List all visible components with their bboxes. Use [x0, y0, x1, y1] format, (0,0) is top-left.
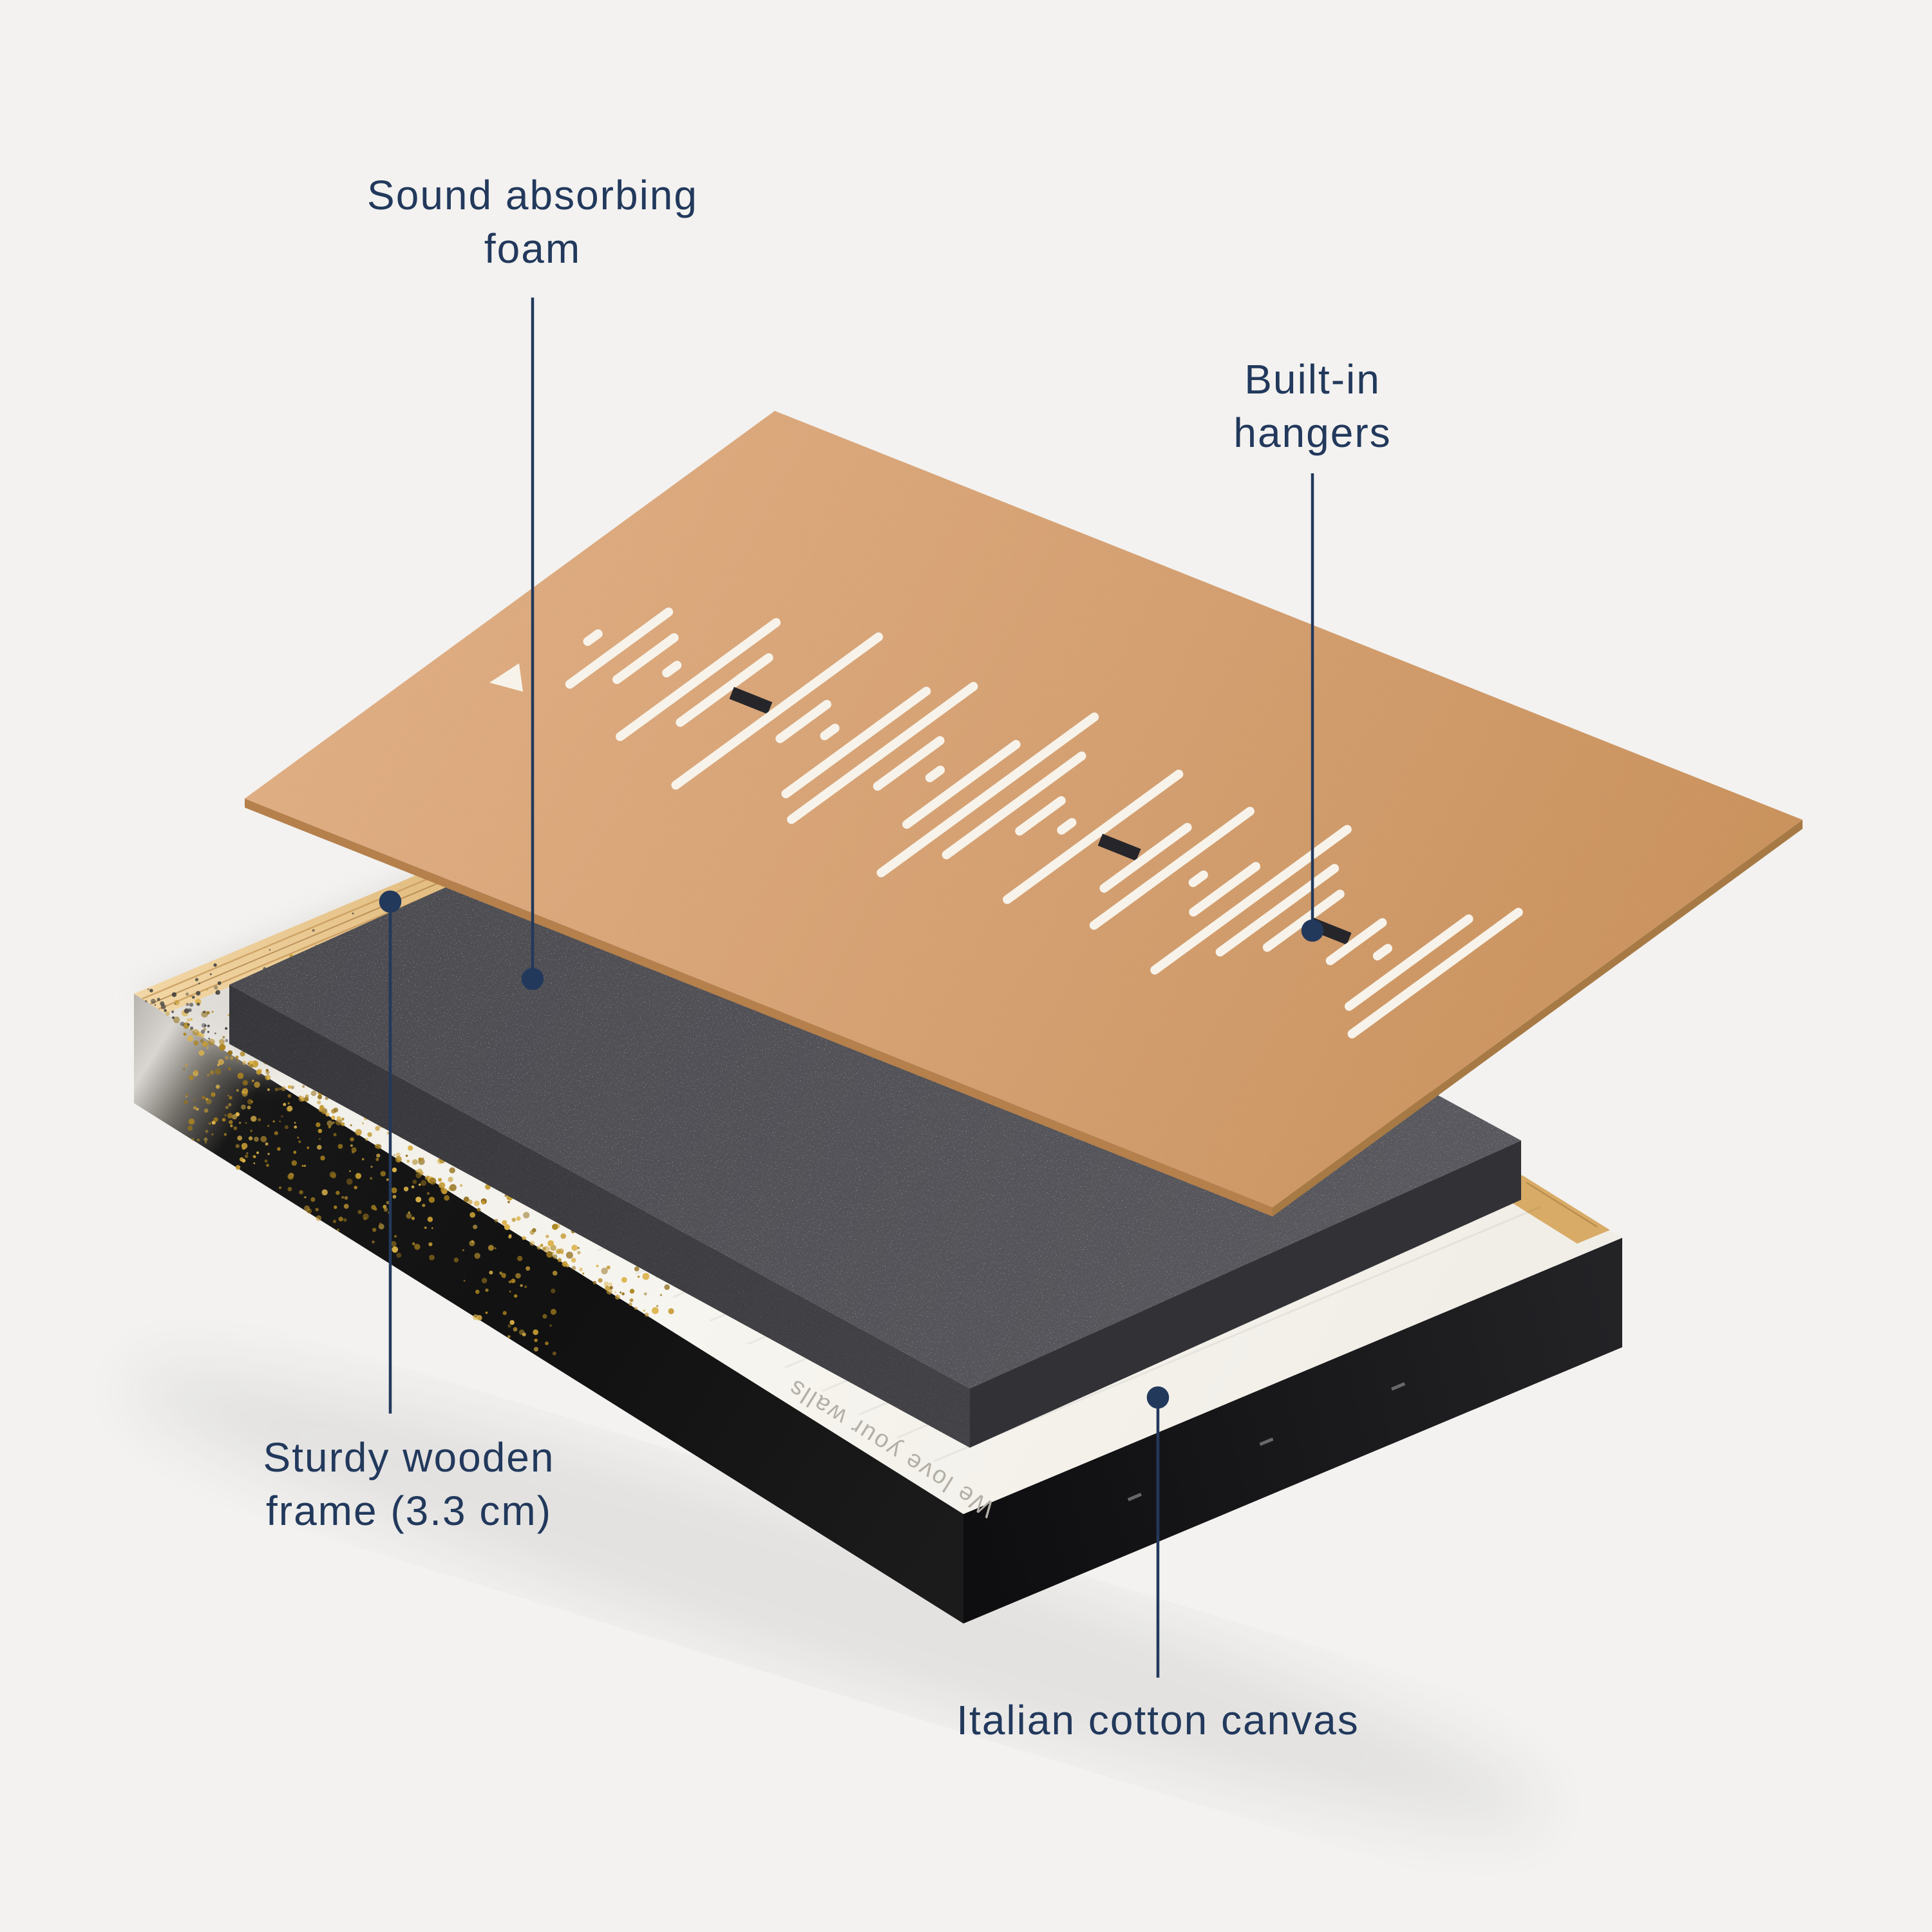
annotations [379, 298, 1324, 1678]
soundwave-slots [565, 607, 1523, 1039]
leader-dot-frame [379, 890, 402, 913]
corner-cutout [489, 663, 523, 692]
foam-front-texture [229, 985, 970, 1448]
label-sound-absorbing-foam: Sound absorbing foam [367, 169, 698, 276]
foam-right-face [970, 1141, 1521, 1448]
mdf-texture [245, 411, 1803, 1208]
label-line: Sound absorbing [367, 172, 698, 218]
mdf-front-edge [245, 799, 1273, 1217]
label-sturdy-wooden-frame: Sturdy wooden frame (3.3 cm) [263, 1431, 555, 1538]
label-line: hangers [1233, 410, 1392, 457]
label-line: frame (3.3 cm) [265, 1488, 553, 1535]
label-line: Sturdy wooden [263, 1434, 555, 1481]
canvas-front-face [134, 994, 963, 1624]
gold-speckles-front [183, 1032, 558, 1356]
canvas-right-face [963, 1238, 1622, 1624]
leader-dot-hangers [1301, 919, 1324, 942]
label-built-in-hangers: Built-in hangers [1233, 353, 1391, 460]
leader-dot-foam [521, 967, 544, 990]
leader-dot-canvas [1146, 1386, 1170, 1409]
label-italian-cotton-canvas: Italian cotton canvas [956, 1694, 1359, 1747]
label-line: foam [484, 225, 582, 272]
label-line: Italian cotton canvas [956, 1697, 1359, 1743]
label-line: Built-in [1244, 356, 1381, 402]
mdf-panel-layer [245, 411, 1803, 1217]
staple-marks [1127, 1382, 1406, 1502]
ground-shadow [128, 1368, 1546, 1826]
mdf-right-edge [1273, 820, 1803, 1217]
